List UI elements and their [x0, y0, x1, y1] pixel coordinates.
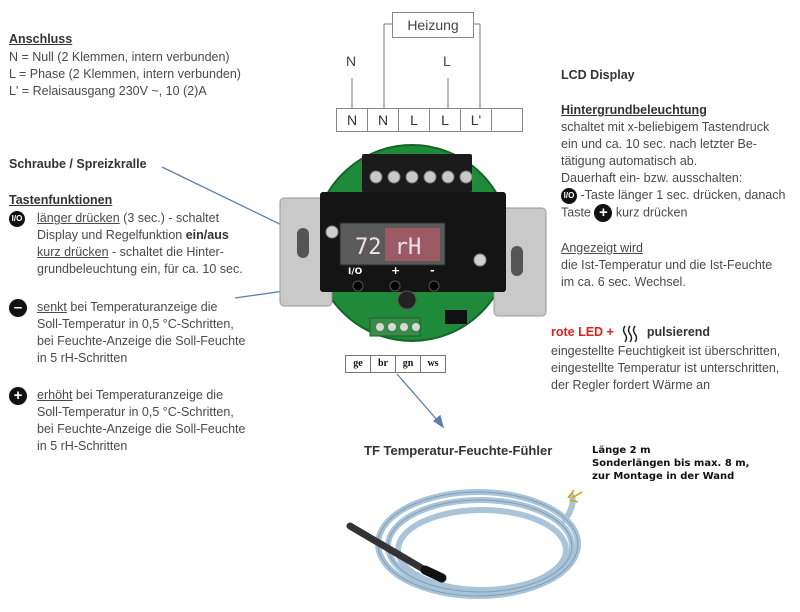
- minus-label: senkt: [37, 300, 67, 314]
- minus-icon: –: [9, 299, 27, 317]
- anschluss-line-lprime: L' = Relaisausgang 230V ~, 10 (2)A: [9, 84, 207, 98]
- heizung-box: Heizung: [392, 12, 474, 38]
- led-line3: der Regler fordert Wärme an: [551, 378, 711, 392]
- screw-slot-right: [511, 246, 523, 276]
- heat-waves-icon: [623, 325, 638, 343]
- length-line2: Sonderlängen bis max. 8 m,: [592, 458, 750, 469]
- angezeigt-line1: die Ist-Temperatur und die Ist-Feuchte: [561, 258, 773, 272]
- terminal-l2: L: [430, 109, 461, 131]
- plus-line4: in 5 rH-Schritten: [37, 439, 128, 453]
- hint-kurz: kurz drücken: [615, 205, 688, 220]
- plus-section: + erhöht bei Temperaturanzeige die Soll-…: [9, 387, 269, 455]
- hint-plus-icon: +: [594, 204, 613, 222]
- onoff-icon: I/O: [9, 211, 25, 227]
- terminal-n1: N: [337, 109, 368, 131]
- btn-minus-label: -: [430, 264, 435, 277]
- plus-line2: Soll-Temperatur in 0,5 °C-Schritten,: [37, 405, 234, 419]
- angezeigt-line2: im ca. 6 sec. Wechsel.: [561, 275, 686, 289]
- minus-section: – senkt bei Temperaturanzeige die Soll-T…: [9, 299, 269, 367]
- plus-label: erhöht: [37, 388, 73, 402]
- sensor-length-text: Länge 2 m Sonderlängen bis max. 8 m, zur…: [592, 444, 749, 483]
- wire-colors: ge br gn ws: [345, 355, 446, 373]
- sensor-title: TF Temperatur-Feuchte-Fühler: [364, 443, 553, 458]
- terminal-n2: N: [368, 109, 399, 131]
- terminal-lprime: L': [461, 109, 492, 131]
- terminal-l1: L: [399, 109, 430, 131]
- anschluss-section: Anschluss N = Null (2 Klemmen, intern ve…: [9, 32, 241, 100]
- tastenfunktionen-title: Tastenfunktionen: [9, 193, 113, 207]
- sensor-probe: [346, 522, 429, 574]
- btn-onoff: [352, 280, 364, 292]
- hint-line4: Dauerhaft ein- bzw. ausschalten:: [561, 171, 743, 185]
- lcd-reading: 72 rH: [355, 235, 421, 260]
- hint-line3: tätigung automatisch ab.: [561, 154, 698, 168]
- minus-line2: Soll-Temperatur in 0,5 °C-Schritten,: [37, 317, 234, 331]
- btn-plus: [389, 280, 401, 292]
- hint-line1: schaltet mit x-beliebigem Tastendruck: [561, 120, 770, 134]
- onoff-long-rest: (3 sec.) - schaltet: [119, 211, 220, 225]
- hint-line5: -Taste länger 1 sec. drücken, danach: [580, 188, 786, 202]
- terminal-strip: N N L L L': [336, 108, 523, 132]
- led-section: rote LED + pulsierend eingestellte Feuch…: [551, 321, 796, 394]
- btn-minus: [428, 280, 440, 292]
- hint-onoff-icon: I/O: [561, 187, 577, 204]
- screw-slot-left: [297, 228, 309, 258]
- angezeigt-title: Angezeigt wird: [561, 241, 643, 255]
- terminal-empty: [492, 109, 522, 131]
- sensor-cable: [346, 489, 583, 599]
- minus-line4: in 5 rH-Schritten: [37, 351, 128, 365]
- lcd-display-title: LCD Display: [561, 68, 635, 82]
- onoff-short-label: kurz drücken: [37, 245, 109, 259]
- wire-br: br: [370, 355, 396, 373]
- plus-icon: +: [9, 387, 27, 405]
- onoff-einaus: ein/aus: [185, 228, 229, 242]
- length-line3: zur Montage in der Wand: [592, 471, 735, 482]
- tastenfunktionen-section: Tastenfunktionen I/O länger drücken (3 s…: [9, 193, 269, 278]
- hint-taste: Taste: [561, 205, 591, 220]
- device-photo: 72 rH I/O + -: [279, 144, 547, 342]
- wire-ws: ws: [420, 355, 446, 373]
- plus-line3: bei Feuchte-Anzeige die Soll-Feuchte: [37, 422, 246, 436]
- potentiometer: [397, 290, 417, 310]
- wire-gn: gn: [395, 355, 421, 373]
- onoff-display-text: Display und Regelfunktion: [37, 228, 186, 242]
- led-line1: eingestellte Feuchtigkeit ist überschrit…: [551, 344, 781, 358]
- angezeigt-section: Angezeigt wird die Ist-Temperatur und di…: [561, 240, 796, 291]
- label-n: N: [346, 53, 357, 69]
- length-line1: Länge 2 m: [592, 445, 651, 456]
- schraube-label: Schraube / Spreizkralle: [9, 157, 147, 171]
- hintergrund-section: Hintergrundbeleuchtung schaltet mit x-be…: [561, 103, 796, 222]
- onoff-backlight-text: grundbeleuchtung ein, für ca. 10 sec.: [37, 262, 243, 276]
- minus-line3: bei Feuchte-Anzeige die Soll-Feuchte: [37, 334, 246, 348]
- onoff-long-label: länger drücken: [37, 211, 120, 225]
- anschluss-title: Anschluss: [9, 32, 73, 46]
- hintergrund-title: Hintergrundbeleuchtung: [561, 103, 707, 117]
- wire-ge: ge: [345, 355, 371, 373]
- hint-line2: ein und ca. 10 sec. nach letzter Be-: [561, 137, 757, 151]
- btn-onoff-label: I/O: [348, 267, 363, 277]
- led-red-label: rote LED +: [551, 325, 614, 339]
- led-line2: eingestellte Temperatur ist unterschritt…: [551, 361, 780, 375]
- anschluss-line-l: L = Phase (2 Klemmen, intern verbunden): [9, 67, 241, 81]
- onoff-short-rest: - schaltet die Hinter-: [108, 245, 224, 259]
- led-pulse-label: pulsierend: [646, 325, 711, 339]
- btn-plus-label: +: [391, 264, 400, 277]
- minus-line1: bei Temperaturanzeige die: [66, 300, 218, 314]
- anschluss-line-n: N = Null (2 Klemmen, intern verbunden): [9, 50, 230, 64]
- label-l: L: [443, 53, 451, 69]
- plus-line1: bei Temperaturanzeige die: [72, 388, 224, 402]
